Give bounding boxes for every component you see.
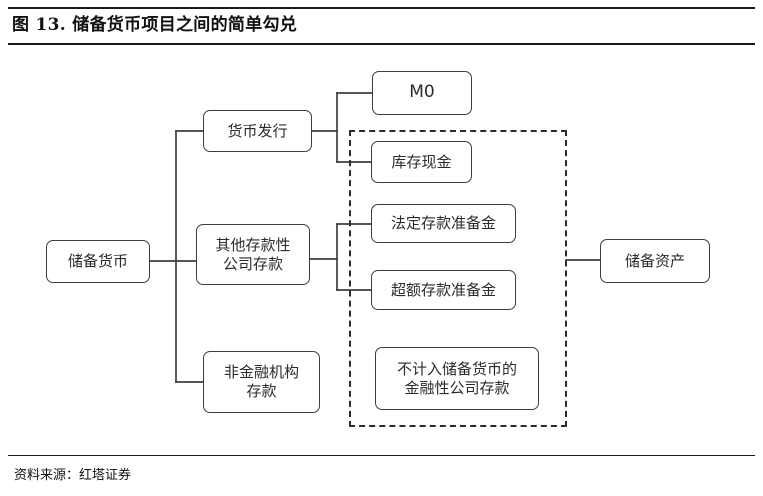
- node-other-depository-corporation-deposits[interactable]: 其他存款性 公司存款: [196, 224, 310, 285]
- title-rule-top: [8, 7, 755, 9]
- connector-lines: [149, 92, 601, 383]
- title-rule-bottom: [8, 43, 755, 45]
- node-currency-issue[interactable]: 货币发行: [203, 110, 312, 152]
- node-reserve-assets[interactable]: 储备资产: [600, 239, 710, 283]
- node-m0[interactable]: M0: [372, 71, 472, 115]
- node-reserve-money[interactable]: 储备货币: [46, 240, 150, 283]
- node-nonfinancial-institution-deposits[interactable]: 非金融机构 存款: [203, 351, 320, 413]
- node-required-reserves[interactable]: 法定存款准备金: [371, 204, 516, 243]
- node-excluded-financial-corporation-deposits[interactable]: 不计入储备货币的 金融性公司存款: [375, 347, 539, 410]
- diagram-canvas: 储备货币 货币发行 M0 库存现金 其他存款性 公司存款 法定存款准备金 超额存…: [0, 46, 763, 454]
- dashed-group-region: [349, 130, 567, 427]
- node-vault-cash[interactable]: 库存现金: [371, 141, 472, 183]
- node-excess-reserves[interactable]: 超额存款准备金: [371, 270, 516, 310]
- figure-source: 资料来源：红塔证券: [14, 468, 132, 483]
- figure-title: 图 13. 储备货币项目之间的简单勾兑: [12, 15, 298, 35]
- footer-rule: [8, 455, 755, 456]
